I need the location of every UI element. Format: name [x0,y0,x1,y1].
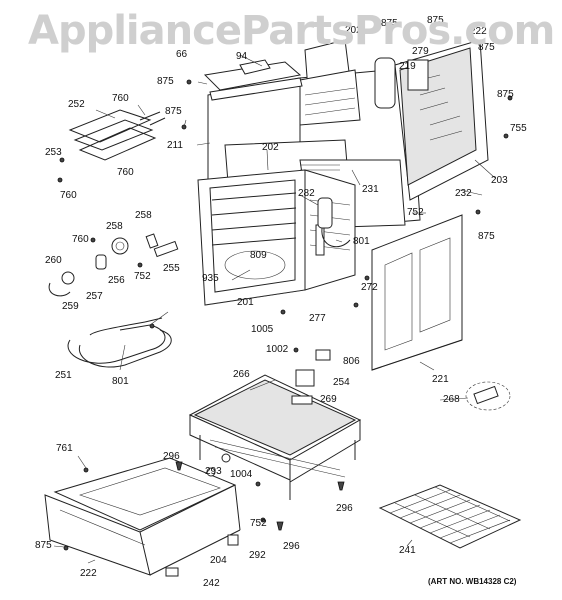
part-label: 269 [320,394,337,405]
art-number: (ART NO. WB14328 C2) [428,577,517,586]
part-label: 211 [167,140,183,151]
part-label: 257 [86,291,103,302]
part-label: 277 [309,313,326,324]
part-label: 1004 [230,469,253,480]
probe-bracket [317,197,351,248]
part-label: 202 [262,142,279,153]
part-label: 256 [108,275,125,286]
latch-part [465,381,511,411]
part-label: 241 [399,545,416,556]
part-label: 252 [68,99,85,110]
part-label: 761 [56,443,73,454]
part-label: 1005 [251,324,274,335]
drawer-chassis [188,374,362,500]
part-label: 293 [205,466,222,477]
part-label: 222 [470,26,487,37]
part-label: 875 [478,42,495,53]
part-label: 296 [336,503,353,514]
part-label: 242 [203,578,220,589]
part-label: 296 [283,541,300,552]
part-label: 279 [412,46,429,57]
part-label: 875 [381,18,398,29]
part-label: 201 [237,297,254,308]
part-label: 260 [45,255,62,266]
part-label: 254 [333,377,350,388]
bake-element [67,317,172,368]
part-label: 760 [60,190,77,201]
part-label: 801 [112,376,129,387]
part-label: 272 [361,282,378,293]
part-label: 875 [35,540,52,551]
part-label: 202 [345,25,362,36]
part-label: 204 [210,555,227,566]
top-vent-bracket [203,59,303,101]
part-label: 253 [45,147,62,158]
side-panel [371,214,463,371]
part-label: 292 [249,550,266,561]
part-label: 752 [407,207,424,218]
fasteners [57,79,513,577]
part-label: 282 [298,188,315,199]
part-label: 258 [135,210,152,221]
oven-cavity [197,169,356,306]
part-label: 266 [233,369,250,380]
part-label: 203 [491,175,508,186]
part-label: 231 [362,184,379,195]
part-label: 875 [165,106,182,117]
part-label: 258 [106,221,123,232]
broil-element [68,109,166,161]
part-label: 875 [478,231,495,242]
part-label: 94 [236,51,248,62]
leader-lines [53,54,496,564]
part-label: 755 [510,123,527,134]
control-components [48,233,179,297]
part-label: 875 [497,89,514,100]
watermark-text: AppliancePartsPros.com [28,8,555,54]
part-label: 801 [353,236,370,247]
hinge-parts [293,347,331,387]
storage-drawer [44,457,241,576]
part-label: 222 [80,568,97,579]
part-label: 809 [250,250,267,261]
part-label: 1002 [266,344,289,355]
part-label: 806 [343,356,360,367]
part-label: 255 [163,263,180,274]
part-label: 760 [72,234,89,245]
oven-rack [378,484,522,549]
part-label: 760 [112,93,129,104]
part-label: 875 [157,76,174,87]
part-label: 221 [432,374,449,385]
part-label: 935 [202,273,219,284]
part-label: 251 [55,370,72,381]
part-label: 296 [163,451,180,462]
part-label: 219 [399,61,416,72]
part-label: 752 [250,518,267,529]
part-label: 268 [443,394,460,405]
part-label: 752 [134,271,151,282]
part-label: 66 [176,49,188,60]
part-label: 875 [427,15,444,26]
part-label: 232 [455,188,472,199]
part-label: 259 [62,301,79,312]
part-label: 760 [117,167,134,178]
